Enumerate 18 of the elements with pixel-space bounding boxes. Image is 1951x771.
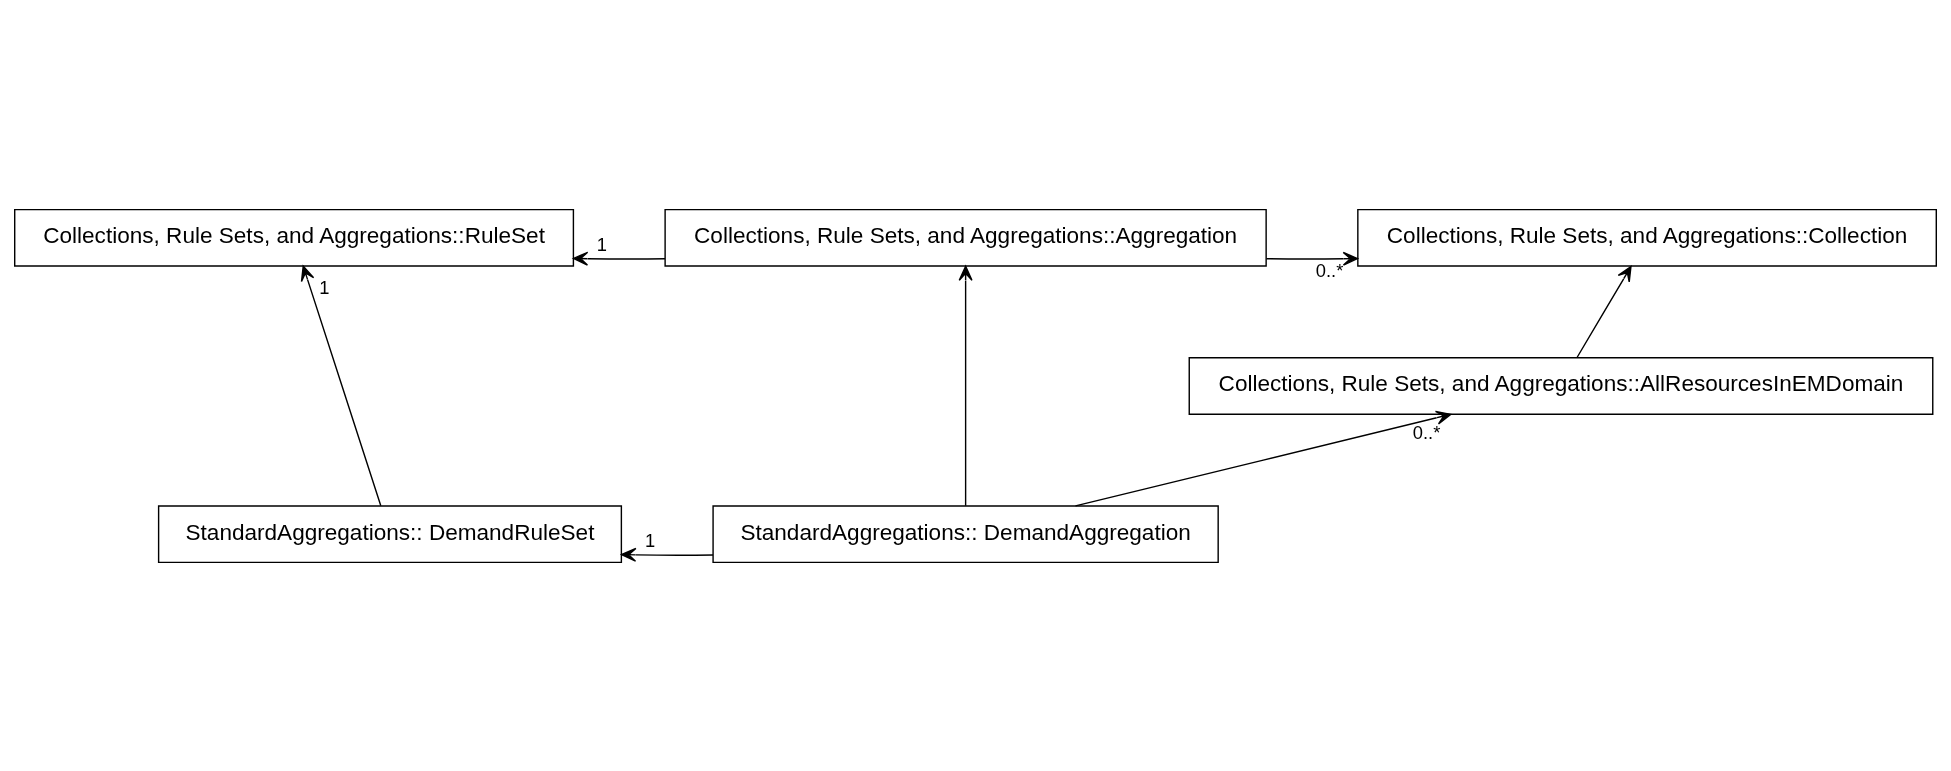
arrow [1265,251,1359,266]
node-box: Collections, Rule Sets, and Aggregations::AllResourcesInEMDomain [1188,356,1934,415]
arrow [1074,410,1452,507]
node-box: StandardAggregations:: DemandRuleSet [157,504,623,563]
arrow [572,251,666,266]
edge-label: 1 [644,529,656,551]
arrow [620,547,714,562]
arrow [958,264,973,506]
node-box: Collections, Rule Sets, and Aggregations::Aggregation [664,208,1267,267]
arrow [300,264,382,506]
edge-label: 0..* [1412,421,1441,443]
edge-label: 1 [319,276,330,298]
node-box: StandardAggregations:: DemandAggregation [712,504,1219,563]
edge-label: 0..* [1315,259,1344,281]
node-box: Collections, Rule Sets, and Aggregations::RuleSet [14,208,575,267]
edge-label: 1 [596,233,607,255]
node-box: Collections, Rule Sets, and Aggregations::Collection [1357,208,1937,267]
arrow [1576,265,1632,358]
